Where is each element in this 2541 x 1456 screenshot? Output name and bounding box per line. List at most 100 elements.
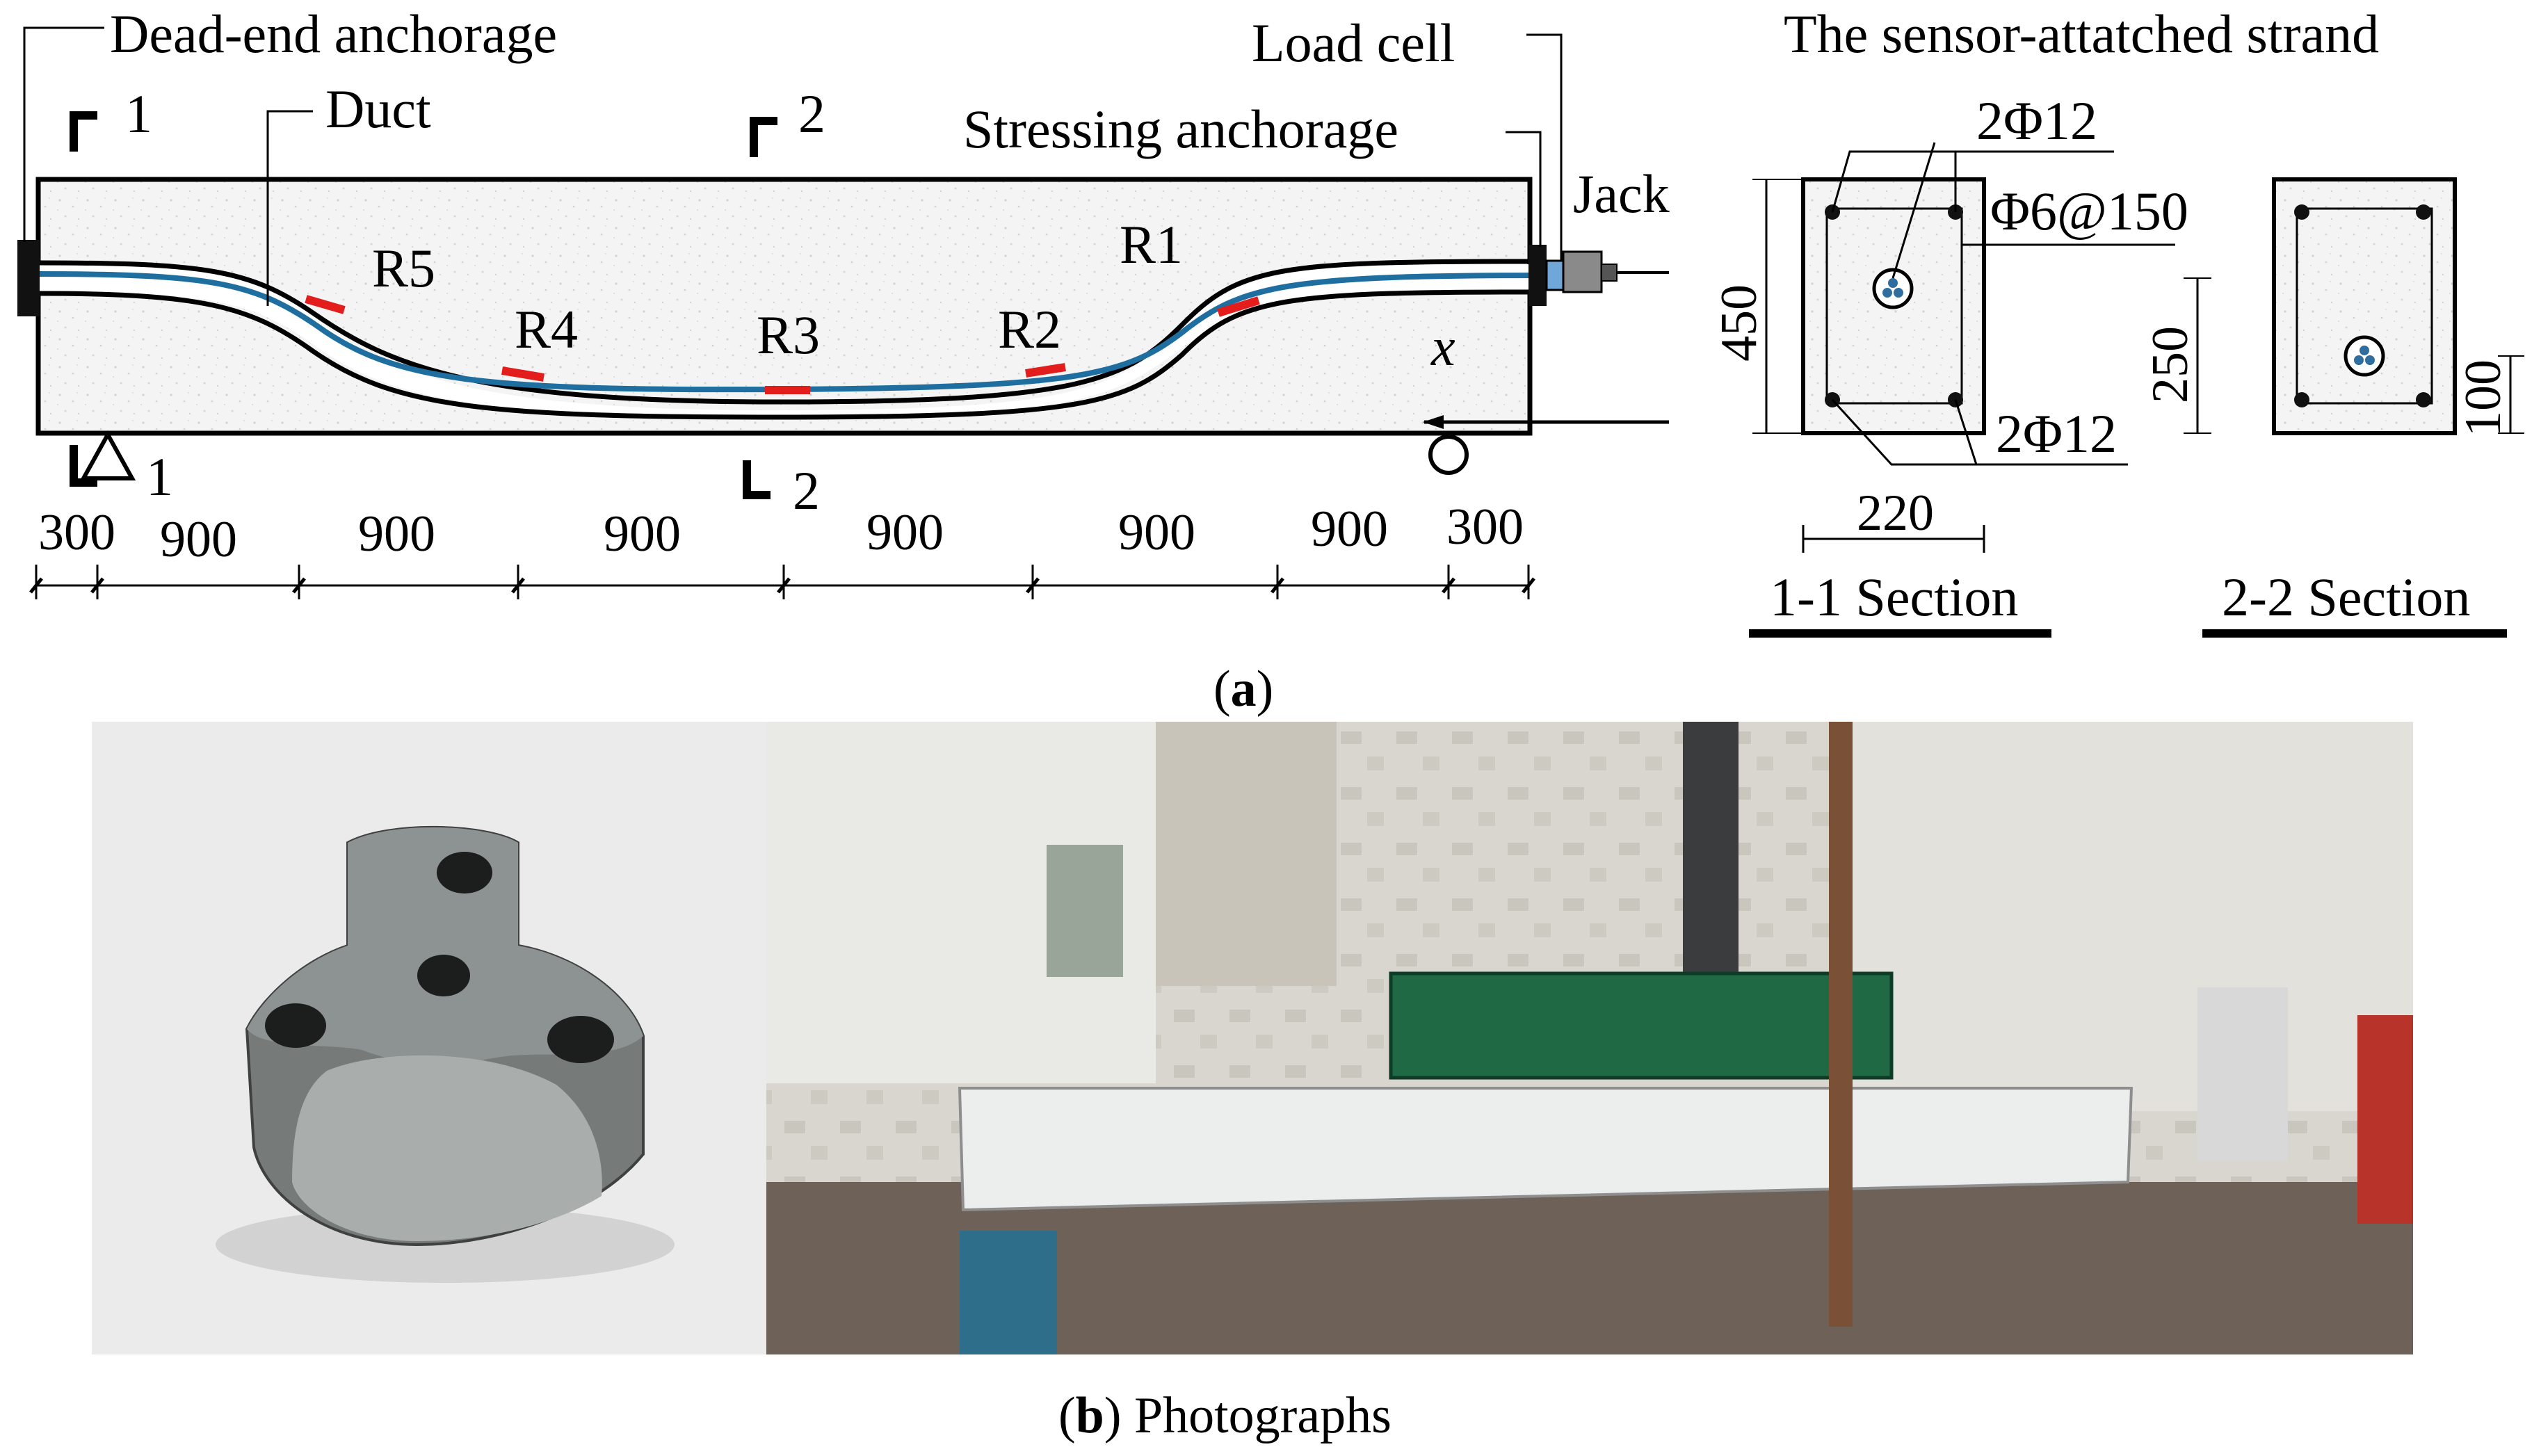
- jack-label: Jack: [1573, 163, 1670, 224]
- anchor-piece-top-face: [247, 827, 643, 1064]
- dim-tick-1: [90, 577, 104, 594]
- sensor-r2-mark: [1025, 363, 1066, 378]
- section-1-stirrup: [1825, 207, 1963, 405]
- section-1-underline: [1749, 629, 2051, 638]
- caption-a-letter: a: [1231, 661, 1257, 718]
- photo-test-setup: [766, 722, 2413, 1354]
- sensor-r4-mark: [501, 366, 544, 382]
- jack-shape: [1562, 250, 1603, 293]
- dead-end-anchorage-label: Dead-end anchorage: [110, 3, 557, 64]
- section-mark-2-top: [750, 117, 777, 157]
- dim-tick-4: [777, 577, 791, 594]
- section-mark-1-top-label: 1: [125, 83, 152, 144]
- dim-tick-7: [1442, 577, 1455, 594]
- dim-tick-5: [1026, 577, 1040, 594]
- section-1-wire-2: [1882, 288, 1892, 298]
- photo-anchor-piece: [92, 722, 766, 1354]
- dim-tick-6: [1270, 577, 1284, 594]
- sensor-r4-label: R4: [515, 299, 578, 359]
- load-cell-shape: [1545, 259, 1565, 291]
- sensor-r3-label: R3: [757, 305, 820, 365]
- duct-lower: [38, 289, 1531, 420]
- section-mark-1-bottom: [70, 445, 97, 487]
- top-rebar-leader: [1831, 150, 2114, 213]
- dimension-chain: 300 900 900 900 900 900 900 300: [29, 499, 1535, 599]
- duct-label: Duct: [325, 79, 431, 139]
- caption-b-letter: b: [1076, 1387, 1104, 1444]
- photo-2-red-frame: [2357, 1015, 2413, 1224]
- section-2-rebar-br: [2416, 392, 2431, 407]
- section-1-wire-1: [1888, 278, 1898, 288]
- duct-fill: [38, 264, 1530, 417]
- sensor-r5-mark: [305, 295, 346, 314]
- sensor-strand-label: The sensor-attatched strand: [1784, 3, 2379, 64]
- photo-2-cabinet: [2197, 987, 2288, 1161]
- section-1-title: 1-1 Section: [1770, 567, 2018, 627]
- section-1-width-label: 220: [1857, 485, 1934, 542]
- sensor-r1-mark: [1217, 296, 1260, 317]
- stirrup-label: Φ6@150: [1990, 181, 2188, 241]
- stressing-anchorage-leader: [1506, 131, 1542, 247]
- section-mark-1-top: [70, 111, 97, 152]
- section-2-duct: [2344, 335, 2385, 377]
- section-mark-2-bottom: [743, 460, 771, 499]
- sensor-strand-leader: [1891, 142, 1936, 279]
- jack-nozzle: [1601, 264, 1618, 282]
- photo-2-stand: [960, 1231, 1057, 1354]
- anchor-hole-2: [417, 955, 470, 996]
- dim-tick-0: [29, 577, 43, 594]
- dim-seg-3: 900: [604, 505, 681, 563]
- dim-seg-2: 900: [358, 505, 435, 563]
- photo-2-chain: [1829, 722, 1853, 1327]
- dim-seg-7: 300: [1446, 499, 1524, 556]
- section-2-title: 2-2 Section: [2222, 567, 2470, 627]
- anchor-hole-4: [547, 1016, 614, 1063]
- load-cell-leader: [1526, 33, 1563, 261]
- pin-support-icon: [79, 430, 136, 480]
- section-mark-2-bottom-label: 2: [793, 460, 820, 521]
- photo-2-spreader-beam: [1389, 971, 1894, 1080]
- section-2-2: 250 100 2-2 Section: [2142, 177, 2524, 638]
- bottom-rebar-leader-2: [1954, 399, 1978, 465]
- photo-2-right-wall: [1850, 722, 2413, 1111]
- stressing-anchorage-label: Stressing anchorage: [963, 99, 1398, 159]
- caption-a: (a): [1213, 661, 1273, 718]
- dim-tick-2: [292, 577, 306, 594]
- section-mark-2-top-label: 2: [798, 83, 825, 144]
- dim-seg-6: 900: [1311, 501, 1388, 558]
- section-2-outline: [2272, 177, 2457, 435]
- dead-end-anchorage-plate: [17, 240, 40, 316]
- x-axis-label: x: [1430, 316, 1455, 377]
- section-2-wire-3: [2365, 355, 2375, 365]
- section-2-wire-1: [2360, 346, 2369, 355]
- section-1-duct: [1872, 268, 1914, 309]
- section-2-rebar-bl: [2294, 392, 2309, 407]
- beam-elevation: x 1 1 2 2 Dead-end anchorage Duct Load c…: [17, 3, 1670, 521]
- section-1-wire-3: [1894, 288, 1903, 298]
- sensor-r5-label: R5: [372, 238, 435, 298]
- duct-upper: [38, 259, 1531, 405]
- section-2-stirrup: [2296, 207, 2433, 405]
- load-cell-label: Load cell: [1252, 13, 1455, 73]
- caption-b-text: Photographs: [1134, 1387, 1392, 1444]
- anchor-hole-3: [265, 1003, 326, 1048]
- dim-seg-4: 900: [866, 504, 944, 561]
- dead-end-leader: [23, 26, 104, 242]
- anchor-piece-inner-curve: [292, 1055, 602, 1241]
- top-rebar-label: 2Φ12: [1976, 90, 2097, 151]
- section-1-height-label: 450: [1711, 284, 1768, 362]
- photo-2-window: [1047, 845, 1123, 977]
- bottom-rebar-label: 2Φ12: [1996, 403, 2117, 464]
- dim-tick-3: [511, 577, 525, 594]
- section-2-wire-2: [2354, 355, 2364, 365]
- section-2-rebar-tl: [2294, 204, 2309, 220]
- section-2-rebar-tr: [2416, 204, 2431, 220]
- dim-seg-1: 900: [160, 511, 237, 568]
- stressing-anchorage-plate: [1528, 245, 1547, 306]
- duct-leader: [266, 110, 313, 306]
- caption-b: (b) Photographs: [1058, 1387, 1392, 1444]
- anchor-hole-1: [437, 852, 492, 893]
- dim-seg-0: 300: [38, 504, 115, 561]
